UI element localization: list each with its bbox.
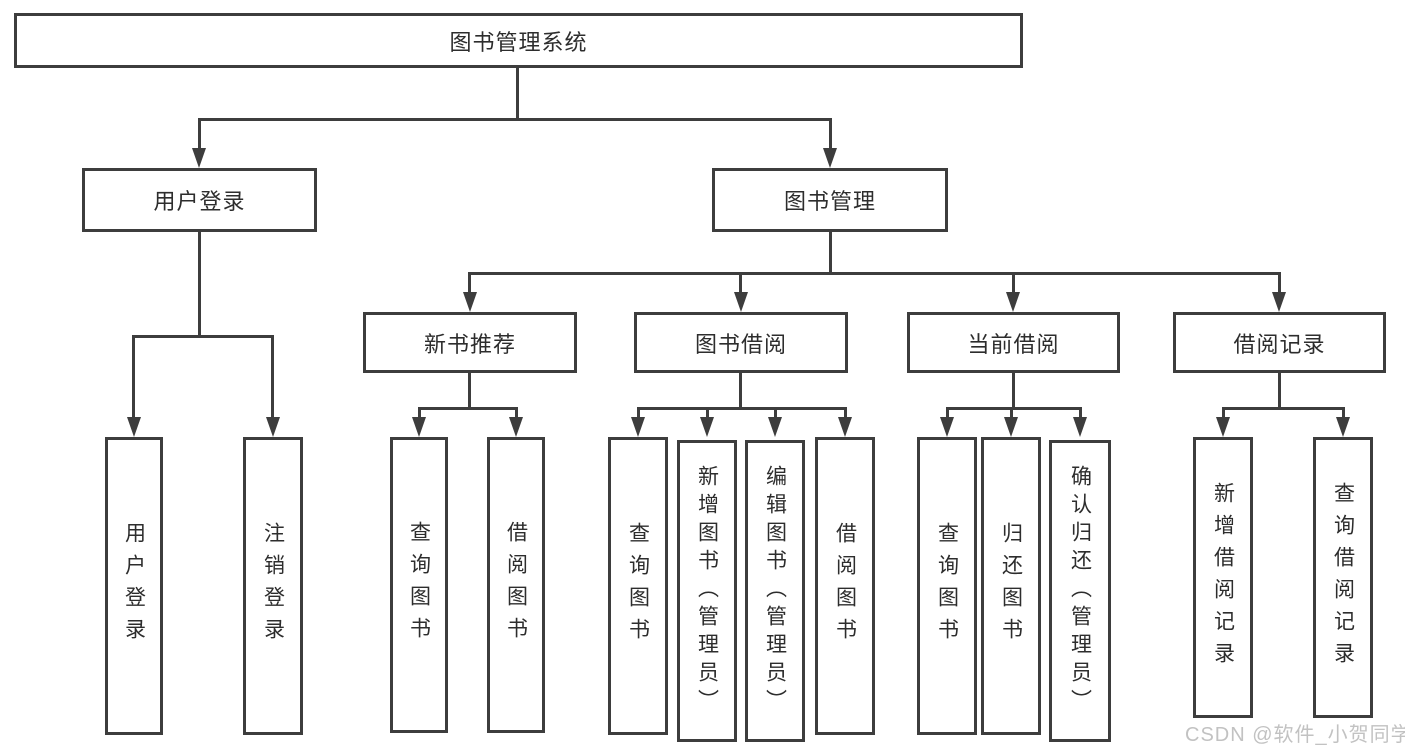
connector-current-c2-drop xyxy=(1010,407,1013,421)
connector-l3-1-drop xyxy=(468,272,471,296)
node-user-login: 用户登录 xyxy=(82,168,317,232)
connector-borrow-stub xyxy=(739,373,742,410)
arrowhead-current-c3 xyxy=(1073,417,1087,437)
connector-user-child2-drop xyxy=(271,335,274,421)
connector-recommend-c2-drop xyxy=(515,407,518,421)
connector-book-mgmt-drop xyxy=(829,118,832,152)
connector-records-stub xyxy=(1278,373,1281,410)
leaf-add-borrow-record: 新增借阅记录 xyxy=(1193,437,1253,718)
node-current-borrow: 当前借阅 xyxy=(907,312,1120,373)
connector-user-rail xyxy=(132,335,274,338)
leaf-user-login-label: 用户登录 xyxy=(122,522,146,650)
connector-recommend-stub xyxy=(468,373,471,410)
leaf-query-borrow-record: 查询借阅记录 xyxy=(1313,437,1373,718)
leaf-add-books-admin: 新增图书（管理员） xyxy=(677,440,737,742)
arrowhead-recommend-c1 xyxy=(412,417,426,437)
arrowhead-l3-4 xyxy=(1272,292,1286,312)
arrowhead-l3-3 xyxy=(1006,292,1020,312)
node-user-login-label: 用户登录 xyxy=(153,189,246,214)
node-library-system-label: 图书管理系统 xyxy=(449,29,588,55)
connector-borrow-c1-drop xyxy=(637,407,640,421)
connector-level2-rail xyxy=(198,118,832,121)
arrowhead-records-c2 xyxy=(1336,417,1350,437)
leaf-confirm-return-admin-label: 确认归还（管理员） xyxy=(1068,465,1092,717)
watermark: CSDN @软件_小贺同学 xyxy=(1185,724,1405,746)
connector-user-login-drop xyxy=(198,118,201,152)
connector-records-c1-drop xyxy=(1222,407,1225,421)
connector-user-stub xyxy=(198,232,201,338)
arrowhead-current-c1 xyxy=(940,417,954,437)
connector-bm-stub xyxy=(829,232,832,275)
arrowhead-book-mgmt xyxy=(823,148,837,168)
arrowhead-l3-2 xyxy=(734,292,748,312)
node-book-management: 图书管理 xyxy=(712,168,948,232)
node-new-book-recommend: 新书推荐 xyxy=(363,312,577,373)
connector-recommend-c1-drop xyxy=(418,407,421,421)
arrowhead-user-login xyxy=(192,148,206,168)
node-book-borrow-label: 图书借阅 xyxy=(694,331,787,357)
arrowhead-borrow-c2 xyxy=(700,417,714,437)
leaf-current-query-books-label: 查询图书 xyxy=(935,522,959,650)
connector-l3-3-drop xyxy=(1012,272,1015,296)
connector-root-stub xyxy=(516,68,519,121)
leaf-edit-books-admin-label: 编辑图书（管理员） xyxy=(763,465,787,717)
connector-level3-rail xyxy=(468,272,1281,275)
leaf-recommend-query-books-label: 查询图书 xyxy=(407,521,431,649)
leaf-logout-label: 注销登录 xyxy=(261,522,285,650)
arrowhead-borrow-c4 xyxy=(838,417,852,437)
connector-current-stub xyxy=(1012,373,1015,410)
leaf-logout: 注销登录 xyxy=(243,437,303,735)
leaf-recommend-borrow-books-label: 借阅图书 xyxy=(504,521,528,649)
connector-records-c2-drop xyxy=(1342,407,1345,421)
connector-borrow-c3-drop xyxy=(774,407,777,421)
node-borrow-records-label: 借阅记录 xyxy=(1233,331,1326,357)
connector-current-c3-drop xyxy=(1079,407,1082,421)
leaf-current-query-books: 查询图书 xyxy=(917,437,977,735)
node-current-borrow-label: 当前借阅 xyxy=(967,331,1060,357)
connector-current-rail xyxy=(946,407,1082,410)
connector-borrow-c2-drop xyxy=(706,407,709,421)
leaf-borrow-books-label: 借阅图书 xyxy=(833,522,857,650)
leaf-borrow-query-books: 查询图书 xyxy=(608,437,668,735)
connector-l3-2-drop xyxy=(739,272,742,296)
arrowhead-recommend-c2 xyxy=(509,417,523,437)
connector-user-child1-drop xyxy=(132,335,135,421)
leaf-add-borrow-record-label: 新增借阅记录 xyxy=(1211,481,1235,674)
node-book-borrow: 图书借阅 xyxy=(634,312,848,373)
connector-recommend-rail xyxy=(418,407,518,410)
connector-l3-4-drop xyxy=(1278,272,1281,296)
leaf-query-borrow-record-label: 查询借阅记录 xyxy=(1331,481,1355,674)
leaf-borrow-query-books-label: 查询图书 xyxy=(626,522,650,650)
arrowhead-user-child1 xyxy=(127,417,141,437)
connector-records-rail xyxy=(1222,407,1345,410)
leaf-recommend-query-books: 查询图书 xyxy=(390,437,448,733)
connector-borrow-c4-drop xyxy=(844,407,847,421)
leaf-user-login: 用户登录 xyxy=(105,437,163,735)
arrowhead-records-c1 xyxy=(1216,417,1230,437)
node-borrow-records: 借阅记录 xyxy=(1173,312,1386,373)
node-library-system: 图书管理系统 xyxy=(14,13,1023,68)
leaf-borrow-books: 借阅图书 xyxy=(815,437,875,735)
leaf-return-books-label: 归还图书 xyxy=(999,522,1023,650)
leaf-edit-books-admin: 编辑图书（管理员） xyxy=(745,440,805,742)
arrowhead-borrow-c3 xyxy=(768,417,782,437)
leaf-return-books: 归还图书 xyxy=(981,437,1041,735)
node-new-book-recommend-label: 新书推荐 xyxy=(423,331,516,357)
leaf-add-books-admin-label: 新增图书（管理员） xyxy=(695,465,719,717)
connector-borrow-rail xyxy=(637,407,847,410)
arrowhead-current-c2 xyxy=(1004,417,1018,437)
node-book-management-label: 图书管理 xyxy=(783,189,876,214)
arrowhead-borrow-c1 xyxy=(631,417,645,437)
connector-current-c1-drop xyxy=(946,407,949,421)
arrowhead-user-child2 xyxy=(266,417,280,437)
leaf-confirm-return-admin: 确认归还（管理员） xyxy=(1049,440,1111,742)
arrowhead-l3-1 xyxy=(463,292,477,312)
leaf-recommend-borrow-books: 借阅图书 xyxy=(487,437,545,733)
